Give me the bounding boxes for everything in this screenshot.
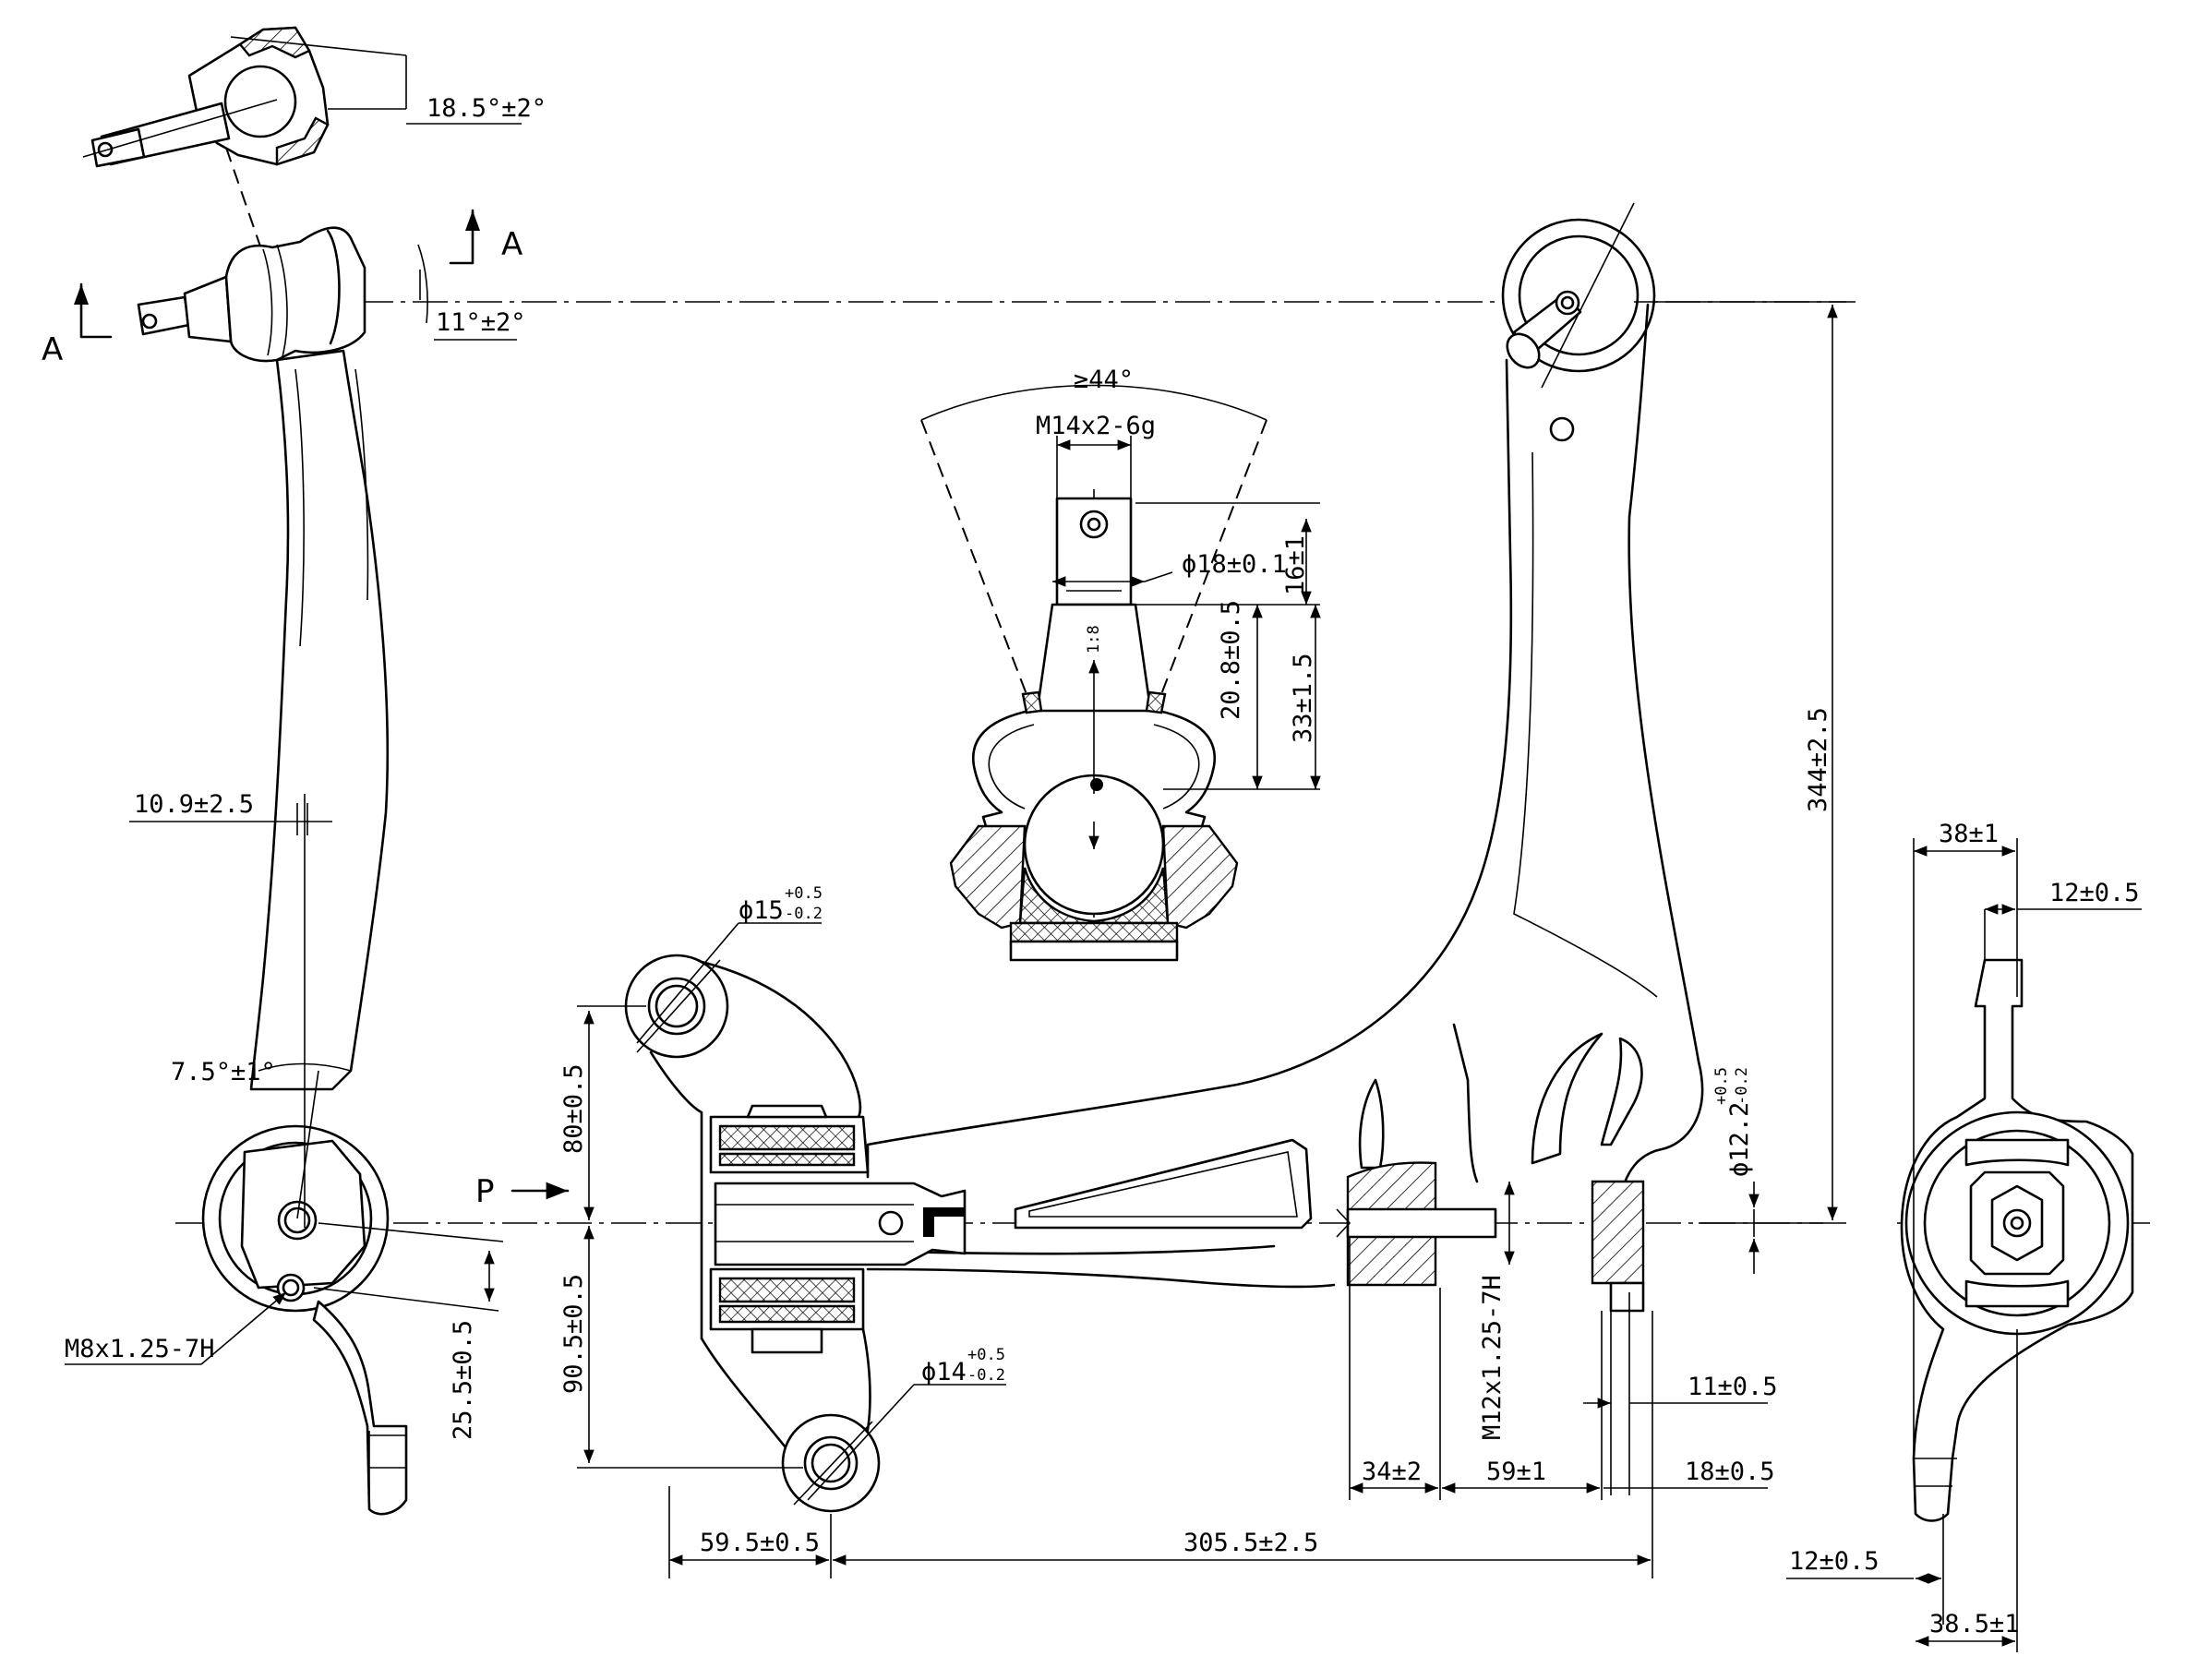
dim-thread-m8: M8x1.25-7H (65, 1335, 215, 1363)
dim-angle-ball: 11°±2° (436, 308, 526, 337)
dim-dia-14: ϕ14 (921, 1358, 967, 1386)
dim-len-38: 38±1 (1939, 820, 1999, 848)
left-side-view (74, 209, 480, 1516)
dim-len-18: 18±0.5 (1685, 1458, 1775, 1486)
dim-cone-angle: ≥44° (1074, 366, 1134, 394)
dim-dia-14-lower: -0.2 (967, 1366, 1005, 1385)
dim-thread-stud: M14x2-6g (1036, 412, 1156, 440)
dim-dia-12-2-upper: +0.5 (1712, 1067, 1731, 1105)
dim-len-305-5: 305.5±2.5 (1183, 1529, 1318, 1557)
dim-dia-12-2: ϕ12.2 (1725, 1102, 1754, 1177)
ball-joint-section-detail (82, 26, 407, 168)
dim-len-25-5: 25.5±0.5 (449, 1320, 477, 1440)
dim-angle-7-5: 7.5°±1° (171, 1058, 276, 1086)
dim-len-16: 16±1 (1281, 535, 1310, 595)
view-label-p: P (475, 1173, 495, 1210)
dim-len-59: 59±1 (1486, 1458, 1546, 1486)
dim-dia-12-2-lower: -0.2 (1733, 1067, 1751, 1105)
dim-offset-10-9: 10.9±2.5 (134, 790, 254, 819)
dim-len-38-5: 38.5±1 (1929, 1610, 2020, 1638)
dim-angle-top: 18.5°±2° (426, 94, 546, 123)
dim-dia-15-lower: -0.2 (785, 905, 823, 923)
dim-dia-15: ϕ15 (739, 896, 784, 925)
dim-len-11: 11±0.5 (1688, 1373, 1778, 1401)
dim-angle-7-5-arc (258, 1062, 352, 1072)
dim-len-80: 80±0.5 (559, 1063, 588, 1154)
dim-angle-ball-arc (417, 244, 428, 324)
dim-len-34: 34±2 (1362, 1458, 1422, 1486)
dim-len-33: 33±1.5 (1289, 653, 1317, 743)
section-label-a-right: A (501, 226, 522, 263)
dim-dia-18: ϕ18±0.1 (1182, 550, 1287, 579)
dim-len-12-top: 12±0.5 (2049, 879, 2140, 907)
dim-thread-m12: M12x1.25-7H (1478, 1275, 1507, 1440)
dim-dia-14-upper: +0.5 (967, 1346, 1005, 1364)
dim-len-59-5: 59.5±0.5 (700, 1529, 820, 1557)
ball-stud-section (920, 384, 1320, 962)
dim-dia-15-upper: +0.5 (785, 884, 823, 903)
right-end-view (1900, 958, 2134, 1522)
dim-len-90-5: 90.5±0.5 (559, 1274, 588, 1394)
dim-height-344: 344±2.5 (1804, 707, 1832, 812)
main-arm-view (624, 202, 1704, 1513)
dim-taper: 1:8 (1085, 625, 1103, 654)
section-label-a-left: A (42, 331, 63, 368)
dim-len-12-bottom: 12±0.5 (1789, 1547, 1880, 1576)
dim-len-20-8: 20.8±0.5 (1217, 600, 1245, 720)
